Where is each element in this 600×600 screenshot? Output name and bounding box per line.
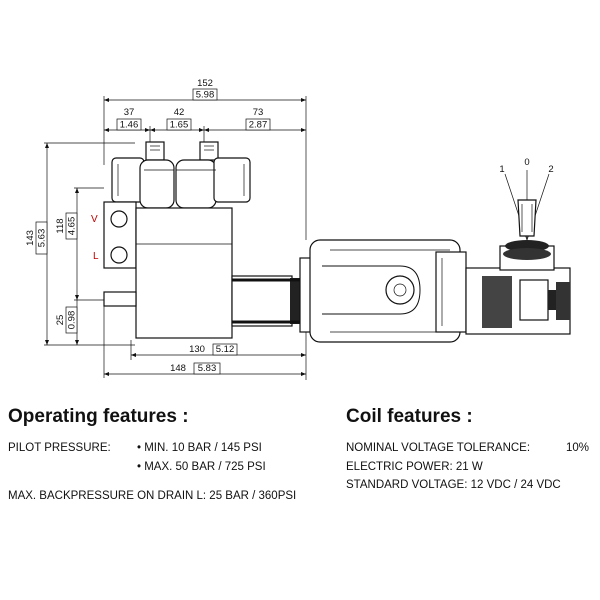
lever-position-1: 1: [499, 164, 504, 175]
lever-position-2: 2: [548, 164, 553, 175]
dim-118: 118: [55, 218, 66, 233]
coil-features-heading: Coil features :: [346, 406, 473, 427]
dim-0.98: 0.98: [67, 311, 78, 330]
port-l-circle: [110, 246, 128, 264]
dim-5.83: 5.83: [198, 363, 217, 374]
dim-143: 143: [25, 230, 36, 246]
lever-position-0: 0: [524, 157, 529, 168]
dim-25: 25: [55, 315, 66, 326]
dim-5.12: 5.12: [216, 344, 235, 355]
control-lever: 1 0 2: [499, 157, 554, 241]
dim-1.46: 1.46: [120, 120, 139, 131]
voltage-tolerance-value: 10%: [566, 442, 590, 454]
dim-1.65: 1.65: [170, 120, 189, 131]
port-v-circle: [110, 210, 128, 228]
technical-drawing: 152 5.98 37 1.46 42 1.65 73 2.87: [25, 78, 571, 380]
dim-37: 37: [124, 107, 135, 118]
dim-73: 73: [253, 107, 264, 118]
voltage-tolerance-label: NOMINAL VOLTAGE TOLERANCE:: [346, 442, 531, 454]
dimension-lengths: 130 5.12 148 5.83: [103, 300, 307, 380]
dim-42: 42: [174, 107, 185, 118]
dim-148: 148: [170, 363, 186, 374]
solenoid-coil-left: [111, 141, 175, 209]
dimension-sub-widths: 37 1.46 42 1.65 73 2.87: [103, 96, 307, 240]
solenoid-coil-right: [175, 141, 251, 209]
spool-connector: [231, 239, 467, 343]
max-backpressure: MAX. BACKPRESSURE ON DRAIN L: 25 BAR / 3…: [8, 490, 297, 502]
standard-voltage: STANDARD VOLTAGE: 12 VDC / 24 VDC: [346, 479, 561, 491]
dim-4.65: 4.65: [67, 217, 78, 236]
pilot-pressure-label: PILOT PRESSURE:: [8, 442, 111, 454]
electric-power: ELECTRIC POWER: 21 W: [346, 461, 483, 473]
operating-features-heading: Operating features :: [8, 406, 189, 427]
dim-2.87: 2.87: [249, 120, 268, 131]
port-l-label: L: [93, 251, 99, 262]
pilot-pressure-max: • MAX. 50 BAR / 725 PSI: [137, 461, 266, 473]
lever-housing: [465, 240, 571, 335]
dim-5.98: 5.98: [196, 90, 215, 101]
pilot-pressure-min: • MIN. 10 BAR / 145 PSI: [137, 442, 262, 454]
dim-152: 152: [197, 78, 213, 89]
port-v-label: V: [91, 214, 98, 225]
dim-5.63: 5.63: [37, 229, 48, 248]
dimension-heights: 143 5.63 118 4.65 25 0.98: [25, 142, 135, 346]
dimension-overall-width: 152 5.98: [104, 78, 306, 102]
dim-130: 130: [189, 344, 205, 355]
valve-body: V L: [91, 201, 233, 339]
